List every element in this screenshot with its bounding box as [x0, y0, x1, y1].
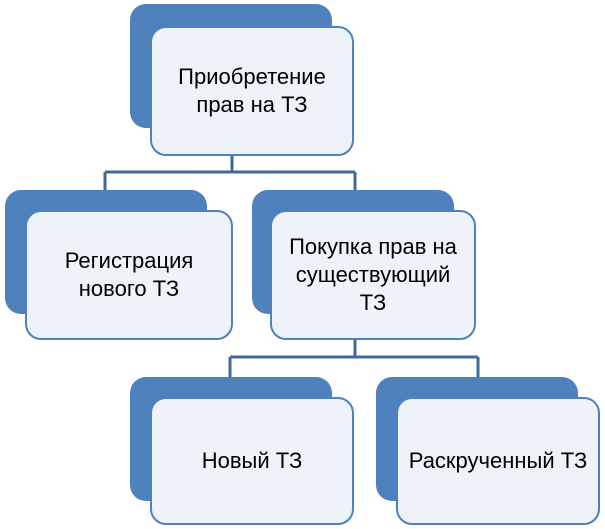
node-new-tm: Новый ТЗ	[130, 377, 356, 527]
node-promoted-tm: Раскрученный ТЗ	[376, 377, 602, 527]
node-registration: Регистрация нового ТЗ	[5, 190, 233, 342]
node-purchase: Покупка прав на существующий ТЗ	[252, 190, 478, 342]
node-purchase-box: Покупка прав на существующий ТЗ	[270, 210, 476, 340]
node-promoted-tm-label: Раскрученный ТЗ	[408, 448, 588, 473]
node-new-tm-box: Новый ТЗ	[150, 397, 354, 525]
node-root-box: Приобретение прав на ТЗ	[150, 26, 354, 156]
node-promoted-tm-box: Раскрученный ТЗ	[396, 397, 600, 525]
node-registration-label: Регистрация нового ТЗ	[64, 248, 194, 301]
node-root: Приобретение прав на ТЗ	[130, 4, 356, 156]
node-new-tm-label: Новый ТЗ	[201, 448, 303, 473]
node-root-label: Приобретение прав на ТЗ	[178, 64, 326, 117]
node-registration-box: Регистрация нового ТЗ	[25, 210, 233, 340]
node-purchase-label: Покупка прав на существующий ТЗ	[289, 234, 457, 315]
